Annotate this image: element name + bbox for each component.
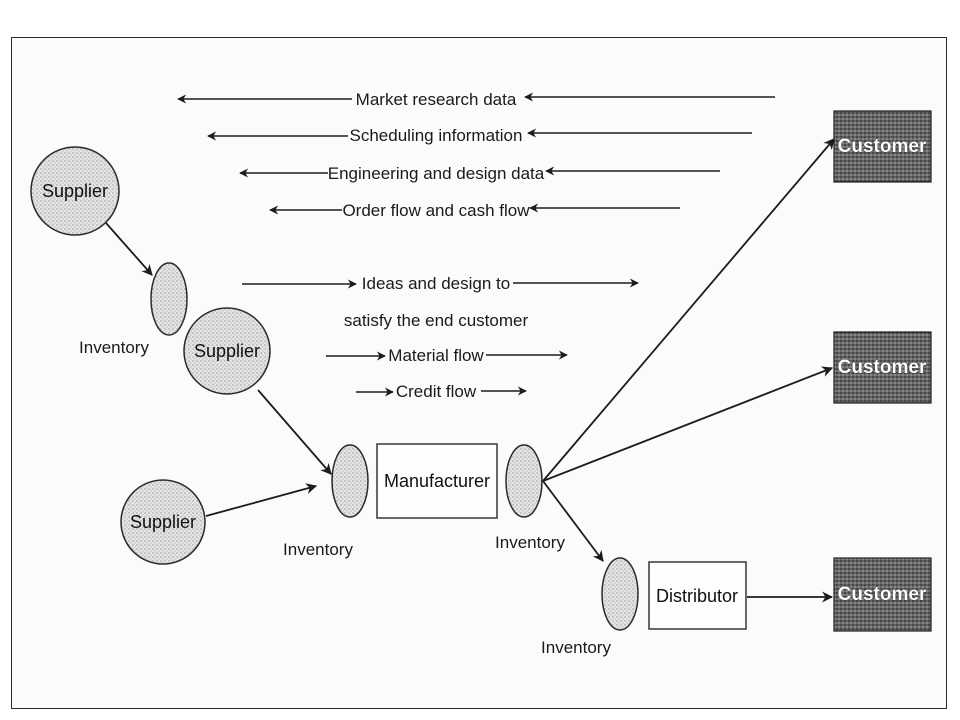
backward-flow-market-research: Market research data [177,90,775,109]
ideas-label-line2: satisfy the end customer [344,311,529,330]
inventory-label: Inventory [283,540,353,559]
edge-supplier2-inventory2 [257,389,332,475]
customer-node-1: Customer [833,110,932,183]
engineering-label: Engineering and design data [328,164,545,183]
edge-supplier3-inventory2 [205,483,318,517]
forward-flow-ideas: Ideas and design to satisfy the end cust… [242,274,639,330]
inventory-node-2: Inventory [283,444,369,559]
inventory-node-1: Inventory [79,262,188,357]
edge-inventory3-customer2 [542,366,834,482]
supplier-label: Supplier [42,181,108,201]
backward-flow-engineering: Engineering and design data [239,164,720,183]
distributor-node: Distributor [648,561,747,630]
backward-flow-scheduling: Scheduling information [207,126,752,145]
scheduling-label: Scheduling information [350,126,523,145]
customer-label: Customer [838,136,927,157]
inventory-label: Inventory [541,638,611,657]
credit-label: Credit flow [396,382,477,401]
backward-flow-order-cash: Order flow and cash flow [269,201,680,220]
customer-node-2: Customer [833,331,932,404]
inventory-node-4: Inventory [541,557,639,657]
ideas-label-line1: Ideas and design to [362,274,510,293]
supplier-label: Supplier [194,341,260,361]
inventory-node-3: Inventory [495,444,565,552]
customer-node-3: Customer [833,557,932,632]
manufacturer-label: Manufacturer [384,471,490,491]
market-research-label: Market research data [356,90,517,109]
customer-label: Customer [838,584,927,605]
edge-inventory3-customer1 [542,138,835,482]
forward-flow-credit: Credit flow [356,382,527,401]
supplier-node-1: Supplier [30,146,120,236]
edge-inventory3-inventory4 [542,480,604,562]
forward-flow-material: Material flow [326,346,568,365]
inventory-label: Inventory [495,533,565,552]
customer-label: Customer [838,357,927,378]
order-cash-label: Order flow and cash flow [342,201,530,220]
manufacturer-node: Manufacturer [376,443,498,519]
edge-supplier1-inventory1 [105,222,153,276]
inventory-label: Inventory [79,338,149,357]
supplier-label: Supplier [130,512,196,532]
material-label: Material flow [388,346,484,365]
supplier-node-3: Supplier [120,479,206,565]
supplier-node-2: Supplier [183,307,271,395]
distributor-label: Distributor [656,586,738,606]
